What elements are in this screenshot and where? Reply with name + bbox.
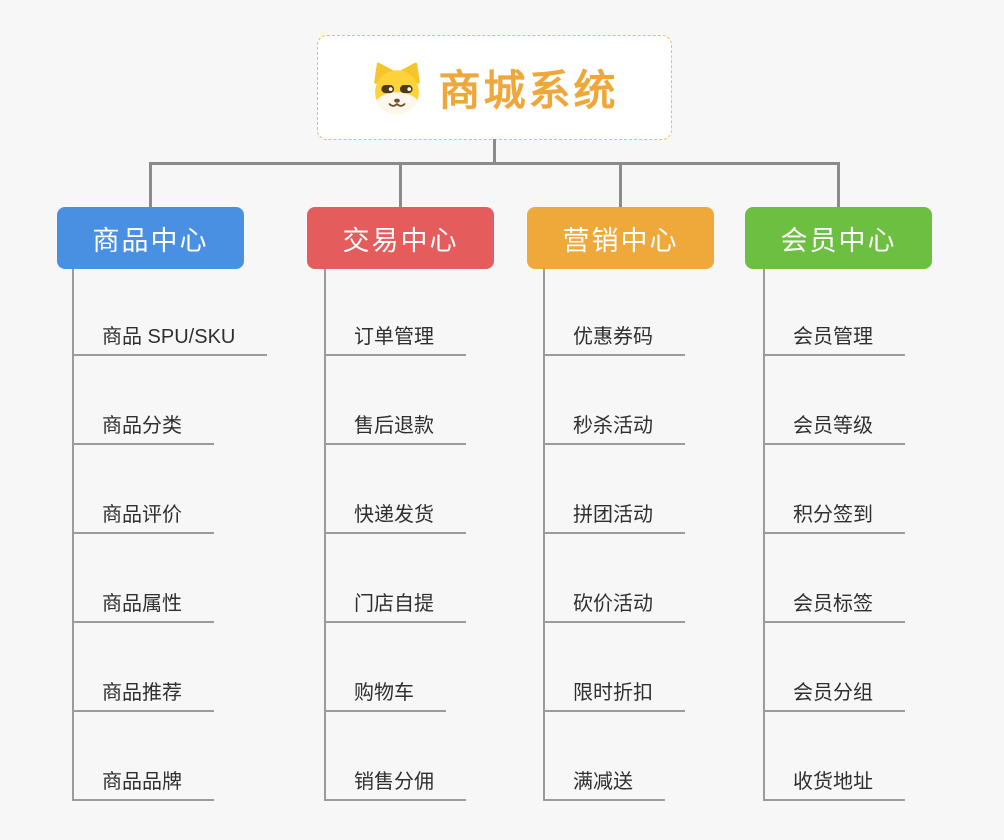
connector-drop-0 bbox=[148, 162, 152, 208]
root-node[interactable]: 商城系统 bbox=[317, 35, 672, 140]
leaf-label: 销售分佣 bbox=[354, 771, 434, 793]
leaf-node[interactable]: 商品评价 bbox=[72, 498, 214, 534]
leaf-node[interactable]: 快递发货 bbox=[324, 498, 466, 534]
leaf-label: 会员等级 bbox=[793, 415, 873, 437]
branch-rail-3 bbox=[763, 269, 765, 801]
leaf-label: 商品属性 bbox=[102, 593, 182, 615]
branch-label: 营销中心 bbox=[562, 225, 679, 256]
branch-label: 交易中心 bbox=[342, 225, 459, 256]
branch-node-1[interactable]: 交易中心 bbox=[307, 207, 494, 269]
leaf-node[interactable]: 商品属性 bbox=[72, 587, 214, 623]
leaf-node[interactable]: 购物车 bbox=[324, 676, 446, 712]
leaf-node[interactable]: 商品推荐 bbox=[72, 676, 214, 712]
leaf-label: 商品推荐 bbox=[102, 682, 182, 704]
branch-rail-0 bbox=[72, 269, 74, 801]
leaf-label: 快递发货 bbox=[354, 504, 434, 526]
leaf-label: 限时折扣 bbox=[573, 682, 653, 704]
leaf-label: 商品 SPU/SKU bbox=[102, 326, 236, 348]
leaf-label: 优惠券码 bbox=[573, 326, 653, 348]
leaf-node[interactable]: 门店自提 bbox=[324, 587, 466, 623]
branch-node-3[interactable]: 会员中心 bbox=[745, 207, 932, 269]
root-title: 商城系统 bbox=[438, 67, 619, 114]
connector-drop-1 bbox=[398, 162, 402, 208]
connector-root-stub bbox=[492, 139, 496, 165]
leaf-node[interactable]: 会员管理 bbox=[763, 320, 905, 356]
leaf-node[interactable]: 会员分组 bbox=[763, 676, 905, 712]
branch-label: 商品中心 bbox=[92, 225, 209, 256]
leaf-node[interactable]: 订单管理 bbox=[324, 320, 466, 356]
leaf-node[interactable]: 拼团活动 bbox=[543, 498, 685, 534]
leaf-label: 售后退款 bbox=[354, 415, 434, 437]
leaf-node[interactable]: 销售分佣 bbox=[324, 765, 466, 801]
leaf-node[interactable]: 满减送 bbox=[543, 765, 665, 801]
branch-node-2[interactable]: 营销中心 bbox=[527, 207, 714, 269]
leaf-node[interactable]: 会员标签 bbox=[763, 587, 905, 623]
leaf-node[interactable]: 商品品牌 bbox=[72, 765, 214, 801]
leaf-label: 订单管理 bbox=[354, 326, 434, 348]
leaf-label: 会员管理 bbox=[793, 326, 873, 348]
branch-rail-1 bbox=[324, 269, 326, 801]
connector-drop-2 bbox=[618, 162, 622, 208]
leaf-label: 商品品牌 bbox=[102, 771, 182, 793]
leaf-node[interactable]: 商品 SPU/SKU bbox=[72, 320, 268, 356]
leaf-label: 秒杀活动 bbox=[573, 415, 653, 437]
connector-bus bbox=[148, 162, 840, 165]
leaf-node[interactable]: 积分签到 bbox=[763, 498, 905, 534]
leaf-label: 满减送 bbox=[573, 771, 633, 793]
leaf-label: 砍价活动 bbox=[573, 593, 653, 615]
leaf-label: 购物车 bbox=[354, 682, 414, 704]
leaf-label: 收货地址 bbox=[793, 771, 873, 793]
leaf-label: 拼团活动 bbox=[573, 504, 653, 526]
leaf-label: 会员分组 bbox=[793, 682, 873, 704]
leaf-node[interactable]: 收货地址 bbox=[763, 765, 905, 801]
dog-mascot-icon bbox=[374, 62, 421, 114]
leaf-node[interactable]: 会员等级 bbox=[763, 409, 905, 445]
leaf-node[interactable]: 优惠券码 bbox=[543, 320, 685, 356]
leaf-node[interactable]: 限时折扣 bbox=[543, 676, 685, 712]
branch-label: 会员中心 bbox=[780, 225, 897, 256]
leaf-label: 商品分类 bbox=[102, 415, 182, 437]
branch-node-0[interactable]: 商品中心 bbox=[57, 207, 244, 269]
leaf-node[interactable]: 秒杀活动 bbox=[543, 409, 685, 445]
leaf-label: 商品评价 bbox=[102, 504, 182, 526]
branch-rail-2 bbox=[543, 269, 545, 801]
leaf-node[interactable]: 售后退款 bbox=[324, 409, 466, 445]
connector-drop-3 bbox=[836, 162, 840, 208]
leaf-label: 会员标签 bbox=[793, 593, 873, 615]
leaf-label: 门店自提 bbox=[354, 593, 434, 615]
leaf-node[interactable]: 砍价活动 bbox=[543, 587, 685, 623]
leaf-label: 积分签到 bbox=[793, 504, 873, 526]
leaf-node[interactable]: 商品分类 bbox=[72, 409, 214, 445]
